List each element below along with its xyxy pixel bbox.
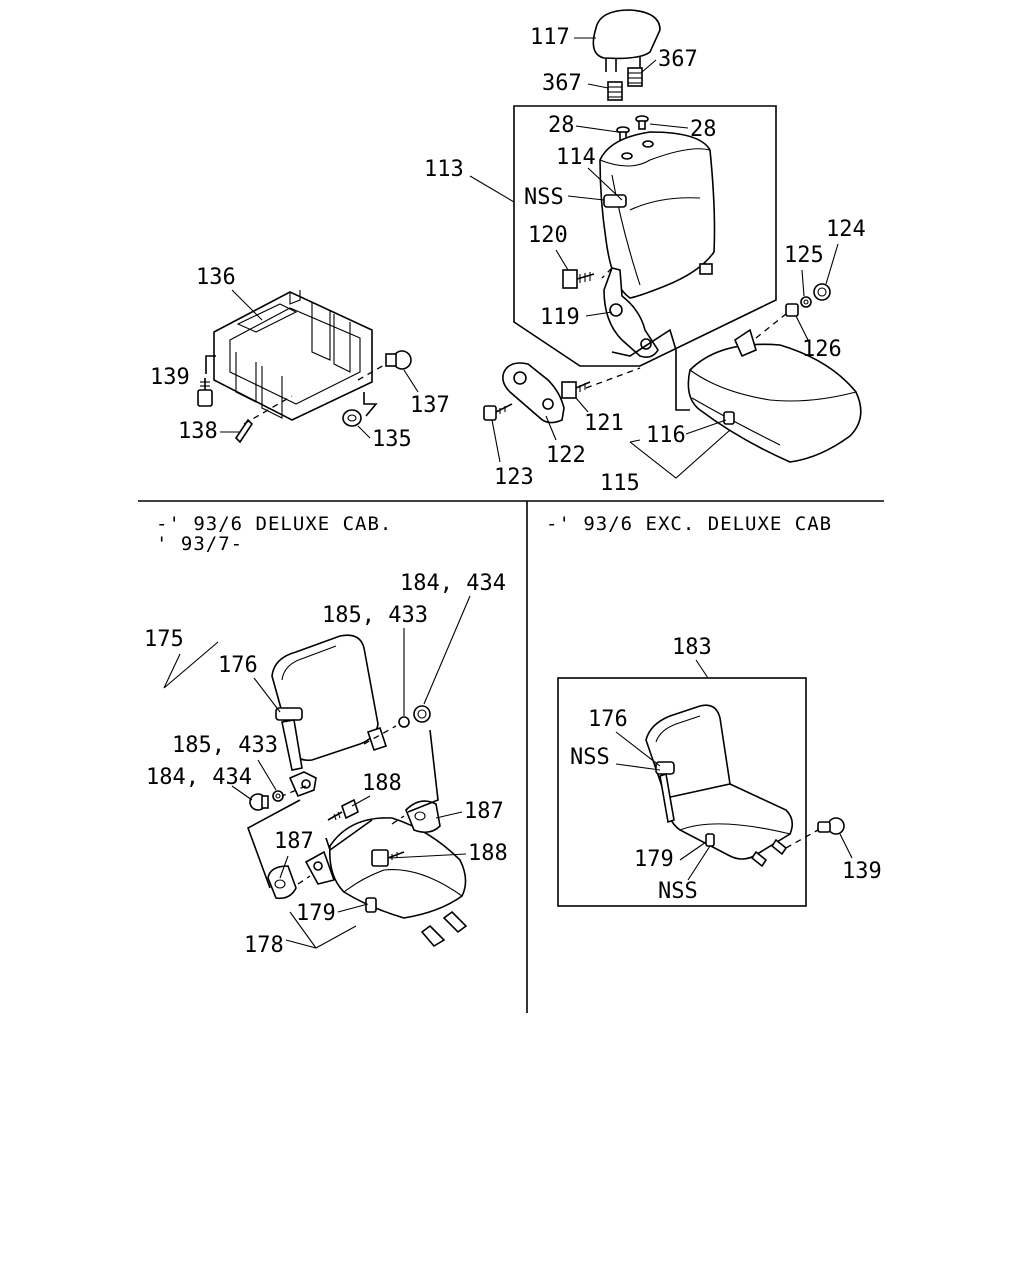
callout: 179 — [634, 847, 674, 872]
deluxe-leader-dash-4 — [297, 875, 311, 885]
callout: 176 — [588, 707, 628, 732]
callout: 185, 433 — [322, 603, 428, 628]
leader-dashed-top-3 — [755, 313, 787, 339]
bolt-120 — [562, 269, 595, 289]
nut-124 — [813, 283, 831, 301]
callout: 136 — [196, 265, 236, 290]
bolt-121 — [561, 381, 591, 399]
deluxe-leader-dash-2 — [281, 785, 307, 797]
deluxe-leader-left — [247, 799, 301, 889]
callout: 183 — [672, 635, 712, 660]
callout: 176 — [218, 653, 258, 678]
callout: 126 — [802, 337, 842, 362]
bench-seat — [645, 704, 794, 868]
headrest-spring-left — [607, 81, 623, 101]
cap-nut-184-right — [413, 705, 431, 723]
callout: 187 — [464, 799, 504, 824]
callout: 123 — [494, 465, 534, 490]
leader-dashed-top-2 — [585, 367, 641, 389]
callout: 188 — [362, 771, 402, 796]
knob-139-bench — [817, 817, 845, 835]
plate-122 — [502, 362, 565, 424]
section-header-deluxe-line2: ' 93/7- — [156, 533, 243, 555]
headrest-spring-right — [627, 67, 643, 87]
callout: 178 — [244, 933, 284, 958]
callout: 139 — [842, 859, 882, 884]
screw-28-left — [616, 126, 630, 141]
callout: 114 — [556, 145, 596, 170]
callout: 184, 434 — [146, 765, 252, 790]
leader-dashed-136a — [243, 395, 293, 425]
washer-185-right — [398, 716, 410, 728]
leader-dashed-top-4 — [601, 267, 613, 279]
callout: 119 — [540, 305, 580, 330]
deluxe-leader-cushion — [325, 819, 373, 852]
hinge-bracket-119 — [603, 267, 659, 358]
cap-nut-184-left — [249, 793, 269, 811]
callout: 120 — [528, 223, 568, 248]
callout: 138 — [178, 419, 218, 444]
nut-135 — [342, 409, 362, 427]
callout: 137 — [410, 393, 450, 418]
deluxe-leader-dash-3 — [391, 815, 405, 825]
knob-137 — [385, 350, 412, 370]
callout: 28 — [690, 117, 717, 142]
callout: 122 — [546, 443, 586, 468]
screw-28-right — [635, 115, 649, 130]
section-header-deluxe-line1: -' 93/6 DELUXE CAB. — [156, 513, 392, 535]
bushing-187-left — [267, 865, 297, 900]
callout: 116 — [646, 423, 686, 448]
callout: 187 — [274, 829, 314, 854]
callout: 179 — [296, 901, 336, 926]
callout: 113 — [424, 157, 464, 182]
callout: 28 — [548, 113, 575, 138]
seat-frame-136 — [213, 290, 373, 421]
callout: NSS — [570, 745, 610, 770]
bolt-123 — [483, 403, 513, 421]
callout: 175 — [144, 627, 184, 652]
leader-136-bracket — [363, 392, 378, 417]
callout: 185, 433 — [172, 733, 278, 758]
seat-back — [599, 131, 716, 299]
callout: 139 — [150, 365, 190, 390]
callouts-bottom-right: 183 176 NSS 179 NSS 139 — [570, 635, 882, 904]
washer-125 — [800, 296, 812, 308]
callout: 188 — [468, 841, 508, 866]
callout: NSS — [524, 185, 564, 210]
headrest — [592, 9, 661, 72]
bolt-188-upper — [327, 798, 359, 821]
leader-dashed-136b — [357, 363, 387, 381]
pin-138 — [234, 418, 254, 444]
callout: 184, 434 — [400, 571, 506, 596]
bench-seat-box — [557, 677, 807, 907]
deluxe-leader-right — [407, 729, 439, 813]
bolt-188-lower — [371, 849, 405, 867]
callouts-top: 117 367 367 28 28 114 113 NSS 120 119 13… — [150, 25, 866, 496]
callout: 125 — [784, 243, 824, 268]
leader-dashed-top-1 — [611, 328, 690, 411]
callout: 124 — [826, 217, 866, 242]
deluxe-pivot-bracket — [288, 771, 336, 885]
seat-cushion-115 — [687, 328, 862, 463]
leader-139-bracket — [205, 355, 216, 374]
deluxe-seat-back — [271, 634, 388, 771]
callouts-bottom-left: 184, 434 185, 433 175 176 185, 433 184, … — [144, 571, 508, 958]
callout: 115 — [600, 471, 640, 496]
deluxe-seat-cushion — [328, 817, 468, 948]
seat-assembly-box — [513, 105, 777, 367]
callout: NSS — [658, 879, 698, 904]
callout: 117 — [530, 25, 570, 50]
stud-139 — [197, 378, 213, 407]
spacer-126 — [785, 303, 799, 317]
callout: 135 — [372, 427, 412, 452]
callout: 121 — [584, 411, 624, 436]
callout: 367 — [542, 71, 582, 96]
section-header-exc-deluxe: -' 93/6 EXC. DELUXE CAB — [546, 513, 832, 535]
callout: 367 — [658, 47, 698, 72]
washer-185-left — [272, 790, 284, 802]
